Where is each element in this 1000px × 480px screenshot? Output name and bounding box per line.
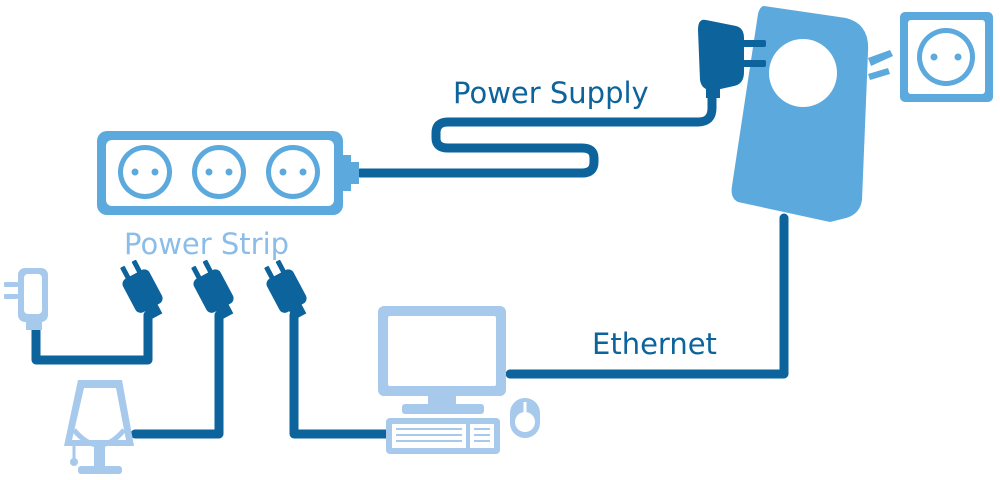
- lamp-cable: [130, 310, 224, 439]
- desktop-computer-icon: [378, 306, 506, 454]
- charger-cable: [31, 310, 153, 365]
- computer-cable: [289, 310, 391, 439]
- power-strip-icon: [97, 131, 359, 215]
- powerline-adapter-icon: [731, 6, 893, 222]
- plug-icon: [191, 259, 234, 321]
- plug-icon: [120, 259, 163, 321]
- mouse-icon: [510, 398, 540, 438]
- table-lamp-icon: [64, 380, 134, 474]
- wall-socket-icon: [900, 12, 993, 102]
- power-supply-label: Power Supply: [453, 76, 649, 110]
- phone-charger-icon: [4, 268, 48, 330]
- power-supply-cable: [355, 87, 717, 178]
- ethernet-cable: [505, 213, 789, 379]
- ethernet-label: Ethernet: [592, 327, 717, 361]
- plug-icon: [264, 259, 307, 321]
- power-supply-plug-icon: [698, 19, 766, 98]
- power-strip-label: Power Strip: [124, 227, 289, 261]
- cables: [31, 87, 789, 439]
